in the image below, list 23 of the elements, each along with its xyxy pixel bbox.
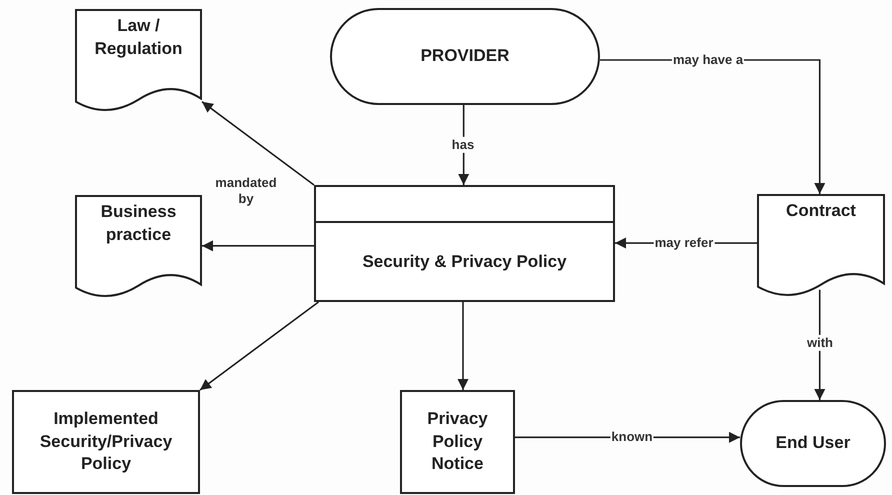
node-label: PROVIDER xyxy=(420,45,510,68)
document-shape xyxy=(75,195,202,298)
document-shape xyxy=(75,9,202,112)
process-box xyxy=(12,390,200,494)
node-label: Contract xyxy=(786,200,856,222)
edge-label: may have a xyxy=(672,52,744,68)
node-label: Security & Privacy Policy xyxy=(362,250,567,273)
document-shape xyxy=(757,194,885,297)
arrow xyxy=(458,302,468,390)
arrow xyxy=(202,101,314,186)
policy-box xyxy=(314,185,615,302)
edge-label: with xyxy=(806,334,834,352)
node-label: Privacy Policy Notice xyxy=(426,408,489,476)
node-label: Business practice xyxy=(100,201,178,246)
edge-label: mandated by xyxy=(214,174,278,208)
arrow xyxy=(200,301,319,391)
edge-label: has xyxy=(450,136,476,154)
arrow xyxy=(202,240,314,252)
process-box xyxy=(400,390,515,494)
node-label: End User xyxy=(776,432,850,454)
node-label: Law / Regulation xyxy=(94,15,184,60)
edge-label: may refer xyxy=(654,234,714,252)
node-label: Implemented Security/Privacy Policy xyxy=(38,408,174,476)
